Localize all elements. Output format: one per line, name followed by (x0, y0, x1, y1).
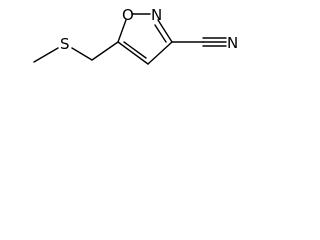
bond-c3-c4 (147, 41, 173, 65)
bond-ch2-s (71, 47, 93, 61)
bond-n-c3-inner (154, 24, 167, 43)
atom-oxygen: O (122, 6, 134, 24)
bond-s-ch3 (33, 47, 59, 63)
atom-nitrogen-ring: N (151, 6, 162, 24)
chemical-structure-diagram: O N S N (33, 6, 238, 65)
bond-c5-ch2 (91, 41, 119, 61)
bond-c4-c5-outer (117, 41, 149, 65)
atom-sulfur: S (60, 35, 70, 53)
bond-n-c3-outer (157, 19, 173, 43)
bond-c5-o (117, 19, 127, 43)
atom-nitrogen-nitrile: N (227, 34, 238, 52)
bond-c4-c5-inner (123, 41, 147, 59)
